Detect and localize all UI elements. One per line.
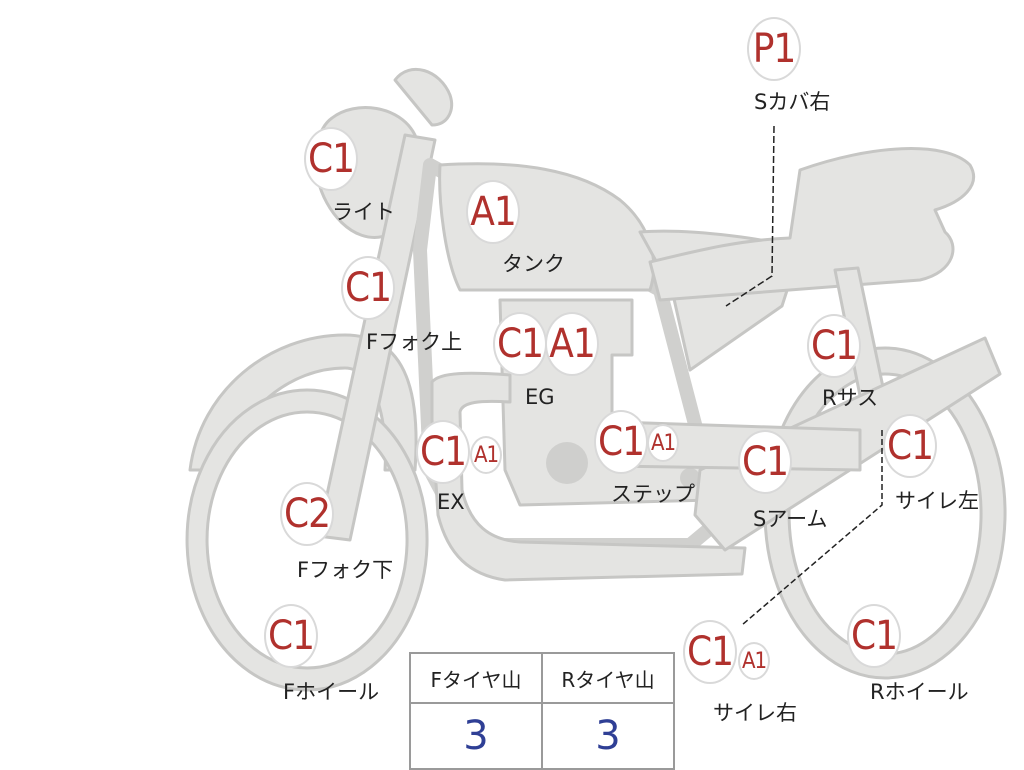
label-r-wheel: Rホイール: [870, 680, 969, 704]
label-step: ステップ: [611, 482, 695, 506]
footpeg: [680, 468, 700, 488]
label-engine: EG: [525, 385, 555, 409]
label-exhaust: EX: [437, 490, 465, 514]
leader-line-muffler-right: [741, 430, 883, 626]
tire-tread-header-front: Fタイヤ山: [409, 652, 543, 704]
grade-badge-engine-2: A1: [545, 312, 599, 376]
grade-badge-exhaust-1: C1: [416, 420, 470, 484]
label-s-cover-right: Sカバ右: [754, 90, 831, 114]
label-muffler-right: サイレ右: [713, 701, 797, 725]
grade-badge-step-2: A1: [647, 424, 679, 462]
tire-tread-value-front: 3: [409, 702, 543, 770]
grade-badge-swing-arm: C1: [738, 430, 792, 494]
label-tank: タンク: [502, 252, 565, 276]
grade-badge-muffler-left: C1: [883, 414, 937, 478]
label-f-wheel: Fホイール: [283, 680, 380, 704]
grade-badge-f-fork-upper: C1: [341, 256, 395, 320]
front-wheel: [185, 388, 429, 692]
grade-badge-engine-1: C1: [493, 312, 547, 376]
tire-tread-value-rear: 3: [541, 702, 675, 770]
tire-tread-table: Fタイヤ山 Rタイヤ山 3 3: [409, 652, 675, 770]
label-swing-arm: Sアーム: [753, 507, 828, 531]
grade-badge-r-wheel: C1: [847, 604, 901, 668]
seat: [648, 147, 976, 302]
label-f-fork-upper: Fフォク上: [366, 330, 463, 354]
tire-tread-header-row: Fタイヤ山 Rタイヤ山: [409, 652, 675, 704]
label-f-fork-lower: Fフォク下: [297, 558, 394, 582]
grade-badge-step-1: C1: [594, 410, 648, 474]
tire-tread-header-rear: Rタイヤ山: [541, 652, 675, 704]
front-fork: [316, 133, 437, 542]
grade-badge-light: C1: [304, 127, 358, 191]
grade-badge-muffler-right-1: C1: [683, 620, 737, 684]
grade-badge-exhaust-2: A1: [470, 436, 502, 474]
grade-badge-f-fork-lower: C2: [280, 482, 334, 546]
label-light: ライト: [332, 200, 395, 224]
label-r-suspension: Rサス: [822, 386, 879, 410]
exhaust-pipe: [430, 371, 747, 582]
leader-lines: [725, 125, 883, 626]
engine-case: [546, 442, 588, 484]
grade-badge-tank: A1: [466, 180, 520, 244]
grade-badge-s-cover-right: P1: [747, 17, 801, 81]
label-muffler-left: サイレ左: [895, 489, 979, 513]
handlebar: [393, 67, 454, 127]
grade-badge-r-suspension: C1: [807, 314, 861, 378]
leader-line-s-cover: [725, 125, 775, 307]
grade-badge-muffler-right-2: A1: [738, 642, 770, 680]
tire-tread-value-row: 3 3: [409, 702, 675, 770]
grade-badge-f-wheel: C1: [264, 604, 318, 668]
